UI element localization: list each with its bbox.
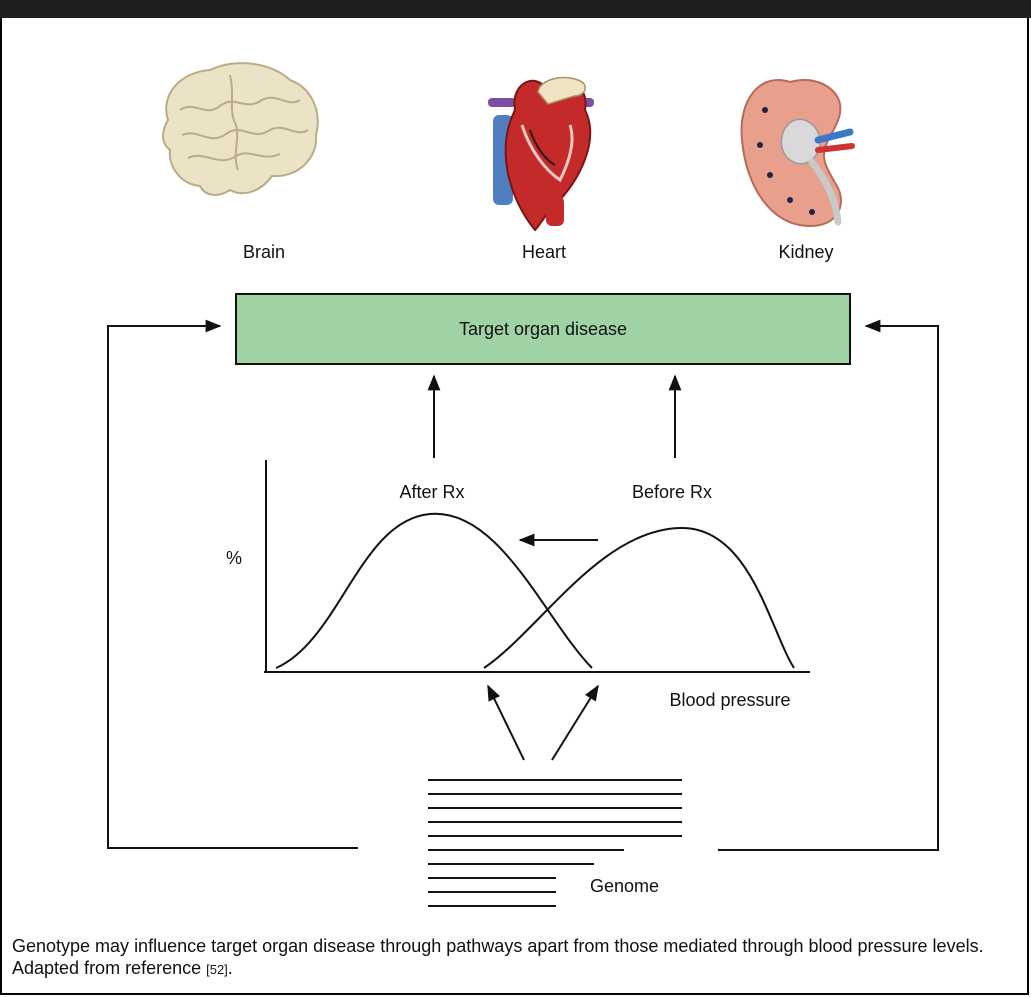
before-rx-label: Before Rx [632, 482, 712, 502]
caption-text: Genotype may influence target organ dise… [12, 936, 984, 978]
y-axis-label: % [226, 548, 242, 568]
left-feedback-arrow [108, 326, 358, 848]
target-organ-disease-label: Target organ disease [459, 319, 627, 339]
genome-to-after-arrow [488, 686, 524, 760]
genome-to-before-arrow [552, 686, 598, 760]
before-rx-curve [484, 528, 794, 668]
organ-label-brain: Brain [243, 242, 285, 262]
organ-label-heart: Heart [522, 242, 566, 262]
brain-illustration [163, 63, 318, 195]
heart-illustration [488, 78, 594, 230]
x-axis-label: Blood pressure [669, 690, 790, 710]
figure-caption: Genotype may influence target organ dise… [12, 935, 1022, 981]
right-feedback-arrow [718, 326, 938, 850]
after-rx-label: After Rx [399, 482, 464, 502]
organ-label-kidney: Kidney [778, 242, 833, 262]
caption-reference: [52] [206, 962, 228, 977]
diagram: Brain Heart Kidney Target organ disease … [0, 0, 1031, 930]
caption-end: . [228, 958, 233, 978]
genome-label: Genome [590, 876, 659, 896]
kidney-illustration [742, 80, 852, 226]
after-rx-curve [276, 514, 592, 668]
